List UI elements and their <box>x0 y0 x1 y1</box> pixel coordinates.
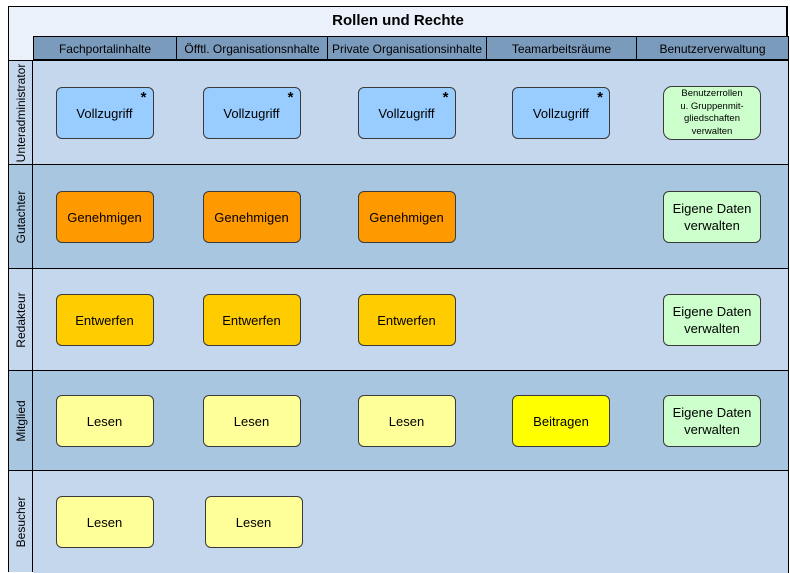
permission-label: Entwerfen <box>222 312 281 328</box>
role-name: Besucher <box>13 496 28 547</box>
permission-label: Eigene Daten verwalten <box>673 200 752 234</box>
asterisk-marker-icon: * <box>597 89 603 106</box>
permission-box[interactable]: Lesen <box>202 395 301 447</box>
permission-label: Eigene Daten verwalten <box>673 404 752 438</box>
permission-label: Vollzugriff <box>223 105 280 121</box>
permission-label: Lesen <box>233 413 270 429</box>
grid-cell <box>486 268 637 371</box>
permission-label-line: Eigene Daten <box>672 304 752 319</box>
permission-label: Lesen <box>86 413 123 429</box>
grid-cell <box>486 470 637 573</box>
permission-box[interactable]: Entwerfen <box>55 294 154 346</box>
permission-box[interactable]: Entwerfen <box>202 294 301 346</box>
role-name: Redakteur <box>13 291 28 348</box>
permission-box[interactable]: Vollzugriff * <box>202 87 301 139</box>
permission-label-line: verwalten <box>684 218 740 233</box>
column-header: Benutzerverwaltung <box>636 36 789 60</box>
permission-box[interactable]: Eigene Daten verwalten <box>663 395 761 447</box>
permission-label: Lesen <box>388 413 425 429</box>
column-header: Öfftl. Organisationsnhalte <box>176 36 328 60</box>
permission-label-line: Eigene Daten <box>672 405 752 420</box>
asterisk-marker-icon: * <box>442 89 449 106</box>
permission-label: Lesen <box>86 514 123 530</box>
permission-label: Lesen <box>235 514 272 530</box>
permission-box[interactable]: Lesen <box>55 496 154 548</box>
column-header: Fachportalinhalte <box>33 36 177 60</box>
role-label: Redakteur <box>9 268 33 370</box>
role-label: Unteradministrator <box>9 60 33 164</box>
role-name: Unteradministrator <box>13 63 28 162</box>
permission-box[interactable]: Entwerfen <box>357 294 456 346</box>
grid-cell <box>327 470 487 573</box>
column-header: Private Organisationsinhalte <box>327 36 487 60</box>
permission-box[interactable]: Beitragen <box>512 395 610 447</box>
permission-box[interactable]: Eigene Daten verwalten <box>663 294 761 346</box>
permission-label: Vollzugriff <box>532 105 590 121</box>
permission-label: Vollzugriff <box>378 105 435 121</box>
permission-label-line: verwalten <box>684 422 740 437</box>
permission-box[interactable]: Lesen <box>357 395 456 447</box>
permission-box[interactable]: Eigene Daten verwalten <box>663 191 761 243</box>
permission-label: Entwerfen <box>377 312 436 328</box>
permission-box[interactable]: Genehmigen <box>202 191 301 243</box>
asterisk-marker-icon: * <box>287 89 294 106</box>
permission-label-line: Eigene Daten <box>672 201 752 216</box>
permission-label: Genehmigen <box>369 209 444 225</box>
permission-label: Vollzugriff <box>76 105 133 121</box>
permission-label: Genehmigen <box>214 209 289 225</box>
permission-box[interactable]: Lesen <box>204 496 303 548</box>
column-header: Teamarbeitsräume <box>486 36 637 60</box>
permission-label: Genehmigen <box>67 209 142 225</box>
permission-label-line: gliedschaften <box>684 113 740 124</box>
permission-label-line: verwalten <box>684 321 740 336</box>
permission-label-line: u. Gruppenmit- <box>680 100 744 112</box>
diagram-title: Rollen und Rechte <box>332 12 464 29</box>
grid-cell <box>486 164 637 269</box>
permission-label-line: Benutzerrollen <box>681 88 743 99</box>
permission-box[interactable]: Genehmigen <box>357 191 456 243</box>
role-label: Besucher <box>9 470 33 572</box>
permission-label: Eigene Daten verwalten <box>673 303 752 337</box>
permission-box[interactable]: Genehmigen <box>55 191 154 243</box>
permission-label: Entwerfen <box>75 312 134 328</box>
role-name: Mitglied <box>13 399 28 442</box>
role-name: Gutachter <box>13 190 28 243</box>
permission-label-line: verwalten <box>691 125 733 137</box>
role-label: Gutachter <box>9 164 33 268</box>
permission-box[interactable]: Vollzugriff * <box>512 87 610 139</box>
asterisk-marker-icon: * <box>140 89 147 106</box>
permission-label: Beitragen <box>533 413 589 429</box>
permission-box[interactable]: Lesen <box>55 395 154 447</box>
role-label: Mitglied <box>9 370 33 470</box>
permission-box[interactable]: Vollzugriff * <box>357 87 456 139</box>
permission-box[interactable]: Vollzugriff * <box>55 87 154 139</box>
grid-cell <box>636 470 789 573</box>
